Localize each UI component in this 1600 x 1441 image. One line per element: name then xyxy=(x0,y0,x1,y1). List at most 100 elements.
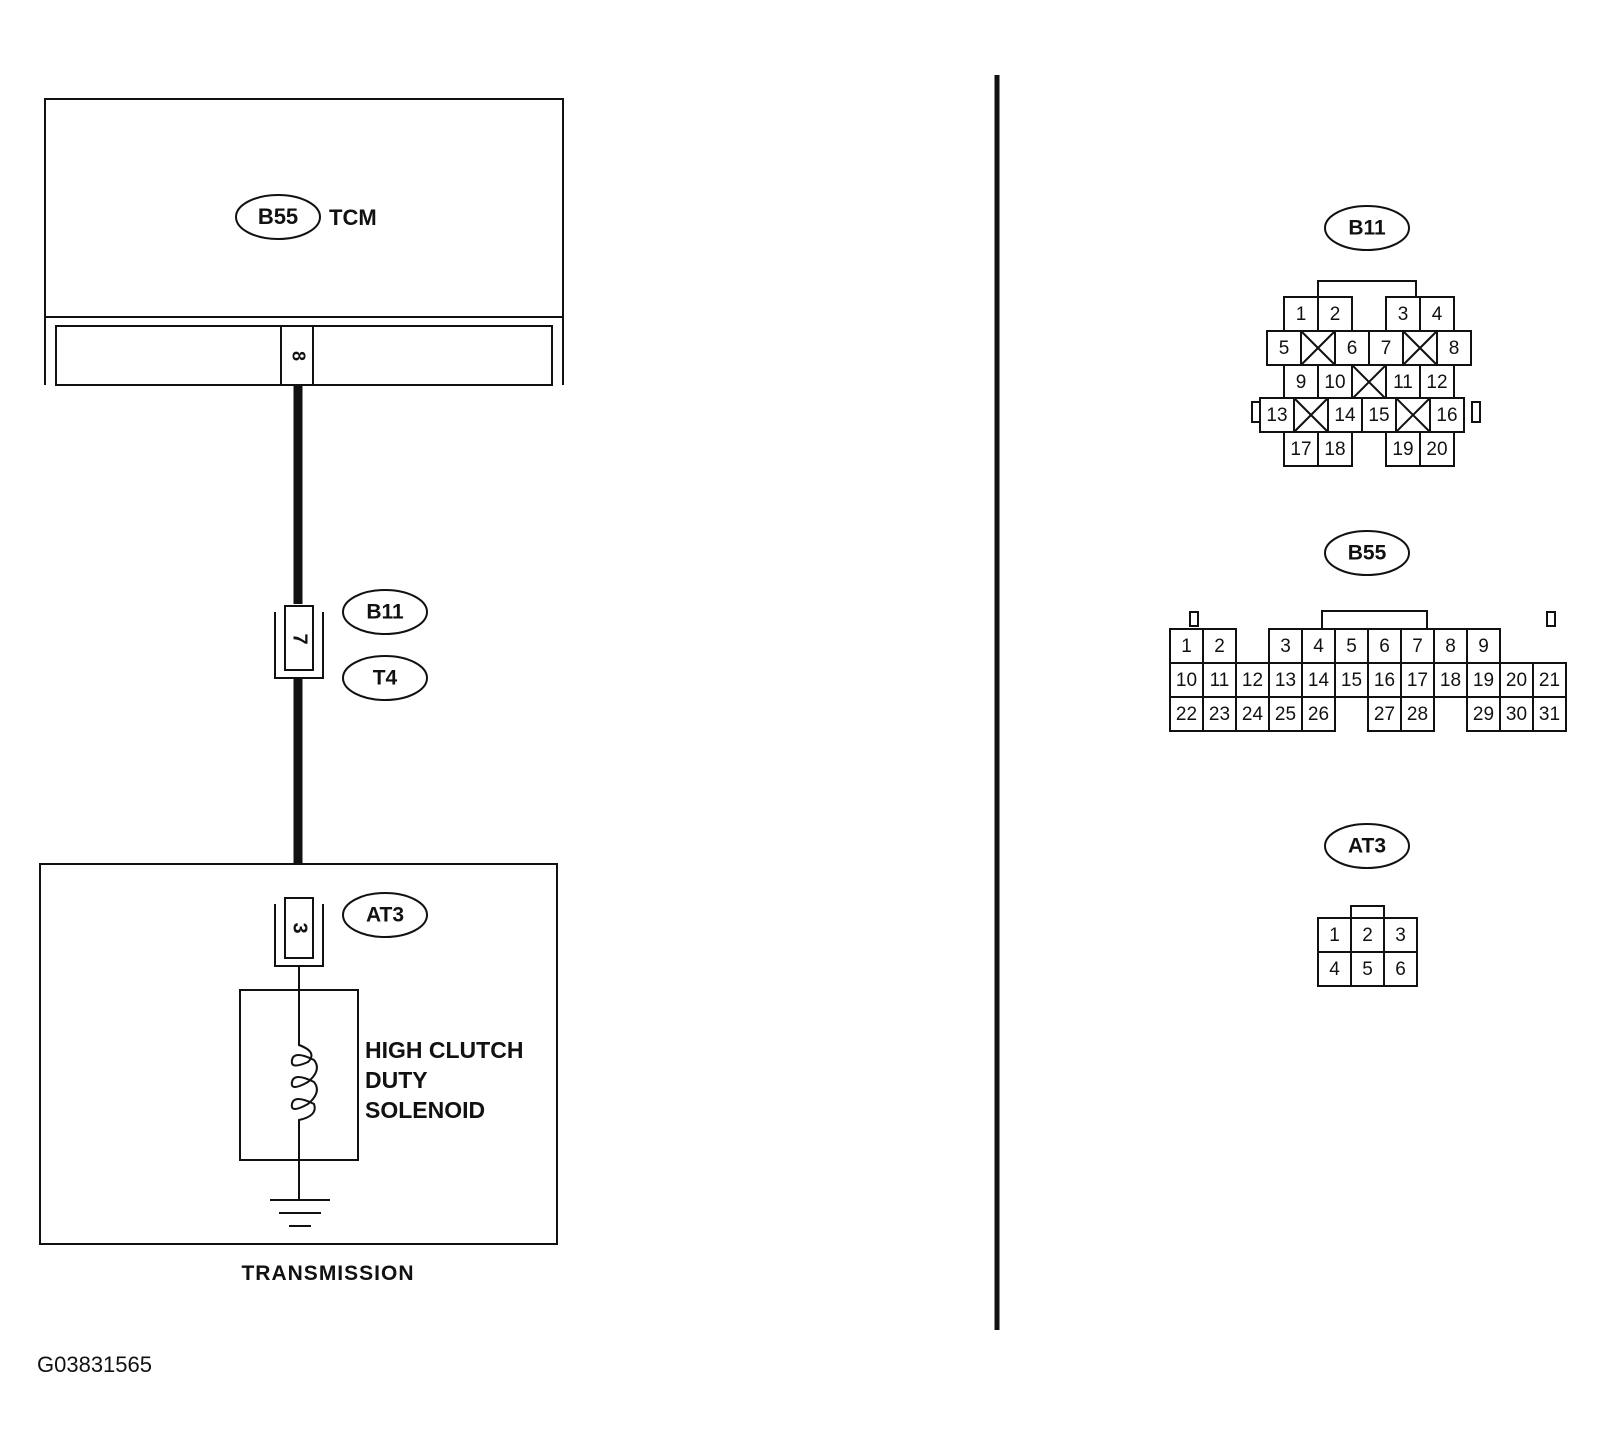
b55-pin-number: 8 xyxy=(1445,636,1456,657)
b55-view-badge xyxy=(1324,530,1410,576)
solenoid-label-line3: SOLENOID xyxy=(365,1097,485,1123)
b55-pin-number: 13 xyxy=(1275,670,1296,691)
b55-pin-number: 11 xyxy=(1210,670,1230,691)
b11-pin-number: 3 xyxy=(1398,304,1409,325)
b11-pin-number: 13 xyxy=(1266,405,1287,426)
b11-view-badge xyxy=(1324,205,1410,251)
at3-view-label: AT3 xyxy=(1348,835,1386,858)
b11-pin-cell xyxy=(1283,364,1319,400)
b11-pin-number: 15 xyxy=(1368,405,1389,426)
b55-pin-number: 9 xyxy=(1478,636,1489,657)
b55-pin-cell xyxy=(1499,696,1534,732)
b55-pin-number: 18 xyxy=(1440,670,1461,691)
b55-pin-cell xyxy=(1400,662,1435,698)
tcm-pin-number: 8 xyxy=(288,351,308,361)
at3-connector: 3 AT3 xyxy=(274,892,428,967)
b55-pin-number: 2 xyxy=(1214,636,1225,657)
b55-pin-number: 10 xyxy=(1176,670,1197,691)
tcm-connector-badge xyxy=(235,194,321,240)
b11-pin-cell xyxy=(1266,330,1302,366)
b11-pin-number: 16 xyxy=(1436,405,1457,426)
b11-pin-number: 5 xyxy=(1279,338,1290,359)
b55-pin-number: 26 xyxy=(1308,704,1329,725)
b11-pin-number: 17 xyxy=(1290,439,1311,460)
b55-pin-number: 16 xyxy=(1374,670,1395,691)
b55-pin-number: 27 xyxy=(1374,704,1395,725)
b11-pin-number: 11 xyxy=(1393,372,1413,393)
b11-pin-number: 10 xyxy=(1324,372,1345,393)
b55-pin-number: 14 xyxy=(1308,670,1330,691)
b55-pin-number: 19 xyxy=(1473,670,1494,691)
at3-pin-number: 4 xyxy=(1329,959,1340,980)
b11-pin-number: 1 xyxy=(1296,304,1307,325)
solenoid-coil xyxy=(290,990,318,1160)
at3-pin-number: 3 xyxy=(1395,925,1406,946)
ground-icon xyxy=(270,1160,330,1227)
at3-badge xyxy=(342,892,428,938)
solenoid-label-line2: DUTY xyxy=(365,1067,428,1093)
b55-pin-cell xyxy=(1334,662,1369,698)
b11-pin-cell xyxy=(1317,431,1353,467)
tcm-pin-cell xyxy=(280,325,314,386)
b55-pin-cell xyxy=(1466,628,1501,664)
joint-connector-b11-t4: 7 B11 T4 xyxy=(274,589,428,701)
solenoid-label-line1: HIGH CLUTCH xyxy=(365,1037,523,1063)
b11-pin-cell xyxy=(1429,397,1465,433)
t4-badge xyxy=(342,655,428,701)
b11-pin-number: 8 xyxy=(1449,338,1460,359)
b11-pin-cell xyxy=(1361,397,1397,433)
b55-pin-number: 6 xyxy=(1379,636,1390,657)
at3-pin-number: 3 xyxy=(289,922,311,933)
b55-pin-number: 24 xyxy=(1242,704,1264,725)
b55-pin-number: 30 xyxy=(1506,704,1527,725)
b55-pin-cell xyxy=(1202,662,1237,698)
b55-pin-number: 7 xyxy=(1412,636,1423,657)
b11-pin-blank-cross xyxy=(1300,330,1336,366)
b55-pin-number: 3 xyxy=(1280,636,1291,657)
b11-pin-cell xyxy=(1385,431,1421,467)
b11-pin-number: 18 xyxy=(1324,439,1345,460)
b55-pin-cell xyxy=(1301,696,1336,732)
transmission-label: TRANSMISSION xyxy=(241,1262,414,1285)
b55-pin-number: 4 xyxy=(1313,636,1324,657)
b55-pin-number: 12 xyxy=(1242,670,1263,691)
b55-pin-number: 22 xyxy=(1176,704,1197,725)
b11-pin-number: 7 xyxy=(1381,338,1392,359)
b11-pin-blank-cross xyxy=(1395,397,1431,433)
at3-view-badge xyxy=(1324,823,1410,869)
at3-pin-cell xyxy=(1383,951,1418,987)
b11-pin-cell xyxy=(1436,330,1472,366)
b11-pin-blank-cross xyxy=(1402,330,1438,366)
b55-pin-number: 15 xyxy=(1341,670,1362,691)
b11-pin-cell xyxy=(1385,364,1421,400)
b55-view-label: B55 xyxy=(1348,542,1387,565)
b11-pin-cell xyxy=(1419,431,1455,467)
at3-pin-number: 6 xyxy=(1395,959,1406,980)
b55-pin-cell xyxy=(1433,662,1468,698)
b11-pin-number: 14 xyxy=(1334,405,1356,426)
b11-pin-number: 20 xyxy=(1426,439,1447,460)
tcm-connector-id: B55 xyxy=(258,204,298,229)
b11-pin-number: 4 xyxy=(1432,304,1443,325)
tcm-unit: 8 B55 TCM xyxy=(44,98,564,386)
t4-badge-label: T4 xyxy=(373,667,398,690)
b11-pin-number: 6 xyxy=(1347,338,1358,359)
b55-pin-number: 1 xyxy=(1181,636,1192,657)
b11-pin-blank-cross xyxy=(1351,364,1387,400)
b55-pin-cell xyxy=(1532,662,1567,698)
b55-pin-number: 17 xyxy=(1407,670,1428,691)
b55-pin-cell xyxy=(1202,628,1237,664)
b55-pin-number: 20 xyxy=(1506,670,1527,691)
b55-pin-cell xyxy=(1466,696,1501,732)
at3-pin-number: 2 xyxy=(1362,925,1373,946)
b11-pin-cell xyxy=(1419,364,1455,400)
b11-pin-number: 9 xyxy=(1296,372,1307,393)
b55-pin-cell xyxy=(1268,696,1303,732)
